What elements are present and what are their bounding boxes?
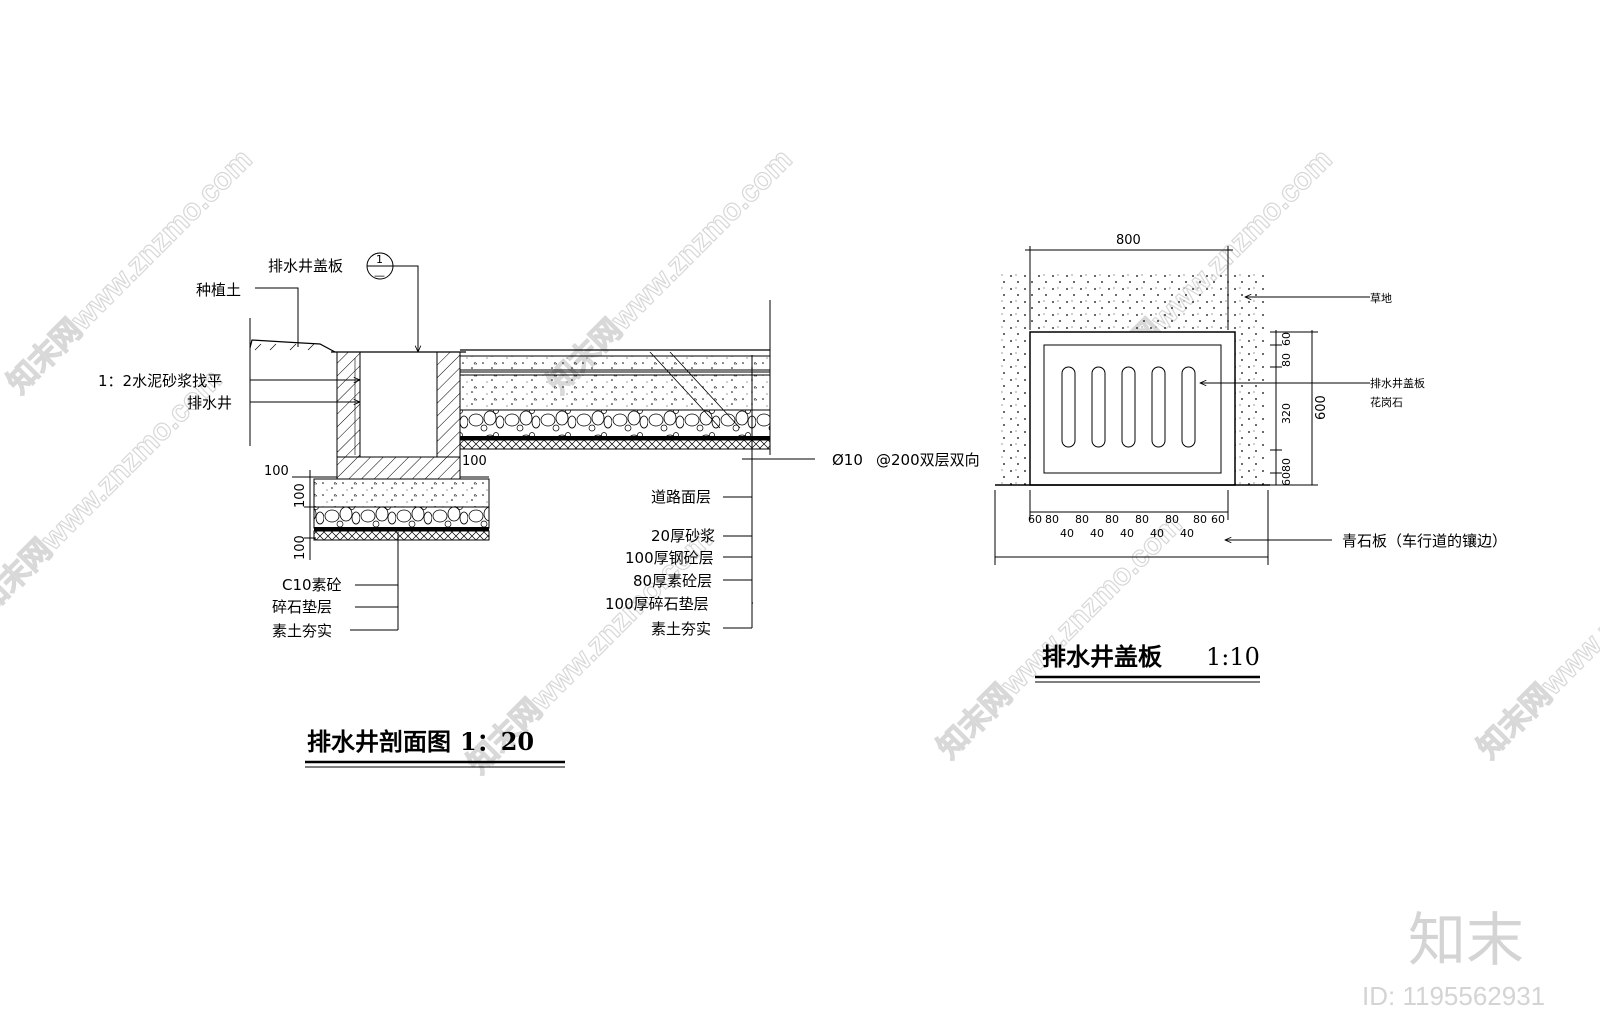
granite-frame (1029, 331, 1236, 486)
label-c10-concrete: C10素砼 (282, 576, 342, 594)
dim-right-100: 100 (462, 454, 487, 469)
section-scale: 1：20 (460, 727, 534, 756)
label-bluestone: 青石板（车行道的镶边） (1342, 532, 1507, 550)
dim-40: 40 (1150, 527, 1164, 540)
dim-80: 80 (1280, 353, 1293, 367)
plan-title: 排水井盖板 (1042, 643, 1163, 671)
c10-concrete-layer (313, 478, 490, 508)
label-reinforced-concrete: 100厚钢砼层 (625, 549, 714, 567)
gravel-layer (313, 506, 490, 529)
plan-labels: 800 60 80 320 80 60 600 60 80 80 80 80 8… (1028, 233, 1507, 671)
soil-leader (255, 287, 299, 347)
dim-bottom: 80 (1075, 513, 1089, 526)
index-number: 1 (376, 253, 383, 266)
watermark: 知末网www.znzmo.com (932, 508, 1189, 765)
label-compacted-soil-right: 素土夯实 (651, 620, 711, 638)
label-road-gravel: 100厚碎石垫层 (605, 595, 709, 613)
slot (1181, 366, 1196, 448)
dim-800: 800 (1116, 233, 1141, 248)
compacted-soil-left (313, 530, 490, 541)
label-road-surface: 道路面层 (651, 488, 711, 506)
dim-bottom: 80 (1165, 513, 1179, 526)
dim-60: 60 (1280, 472, 1293, 486)
dim-bottom: 80 (1105, 513, 1119, 526)
label-sand-mortar: 20厚砂浆 (651, 527, 715, 545)
label-planting-soil: 种植土 (196, 281, 241, 299)
cover-leader (380, 265, 418, 352)
soil-hatch (254, 343, 315, 351)
index-sheet: — (374, 269, 385, 282)
slot (1091, 366, 1106, 448)
dim-bottom: 80 (1135, 513, 1149, 526)
slot (1151, 366, 1166, 448)
dim-80: 80 (1280, 458, 1293, 472)
dim-60: 60 (1280, 332, 1293, 346)
section-diagonals (649, 351, 741, 429)
label-cover-board: 排水井盖板 (268, 257, 343, 275)
dim-320: 320 (1280, 403, 1293, 424)
label-granite: 花岗石 (1370, 396, 1403, 409)
plan-scale: 1:10 (1206, 643, 1260, 671)
brand-mark: 知末 ID: 1195562931 (1362, 908, 1545, 1011)
label-rebar-diameter: Ø10 (832, 451, 863, 469)
label-cover-plan: 排水井盖板 (1370, 376, 1425, 390)
section-drawing (249, 252, 815, 768)
dim-bottom: 80 (1193, 513, 1207, 526)
dim-vertical-100a: 100 (293, 483, 308, 508)
dim-40: 40 (1180, 527, 1194, 540)
label-rebar-spacing: @200双层双向 (876, 451, 980, 469)
section-title: 排水井剖面图 (307, 728, 451, 756)
section-labels: 排水井盖板 1 — 种植土 1：2水泥砂浆找平 排水井 100 100 100 … (98, 253, 980, 756)
slot (1061, 366, 1076, 448)
reinforced-concrete-layer (459, 374, 771, 411)
label-plain-concrete: 80厚素砼层 (633, 572, 712, 590)
label-grass: 草地 (1370, 292, 1392, 305)
dim-bottom: 60 (1028, 513, 1042, 526)
cover-plate (1043, 344, 1222, 474)
well-cavity (359, 351, 438, 458)
label-mortar: 1：2水泥砂浆找平 (98, 372, 222, 390)
dim-left-100: 100 (264, 464, 289, 479)
plan-drawing (994, 246, 1370, 683)
brand-logo: 知末 (1408, 908, 1524, 973)
well-right-wall (436, 351, 461, 458)
brand-id: ID: 1195562931 (1362, 981, 1545, 1011)
well-base (336, 456, 461, 480)
road-surface-layer (459, 355, 771, 371)
road-gravel-layer (459, 409, 771, 439)
dim-40: 40 (1090, 527, 1104, 540)
dim-bottom: 60 (1211, 513, 1225, 526)
dim-40: 40 (1060, 527, 1074, 540)
compacted-soil-right (459, 439, 771, 450)
well-left-wall (336, 351, 361, 458)
watermark-layer: 知末网www.znzmo.com 知末网www.znzmo.com 知末网www… (0, 142, 1600, 780)
slot (1121, 366, 1136, 448)
watermark: 知末网www.znzmo.com (2, 143, 259, 400)
label-compacted-soil-left: 素土夯实 (272, 622, 332, 640)
dim-bottom: 80 (1045, 513, 1059, 526)
dim-600: 600 (1314, 395, 1329, 420)
dim-40: 40 (1120, 527, 1134, 540)
label-gravel-bed: 碎石垫层 (272, 598, 332, 616)
soil-surface-line (249, 339, 336, 353)
dim-vertical-100b: 100 (293, 535, 308, 560)
label-well: 排水井 (187, 394, 232, 412)
